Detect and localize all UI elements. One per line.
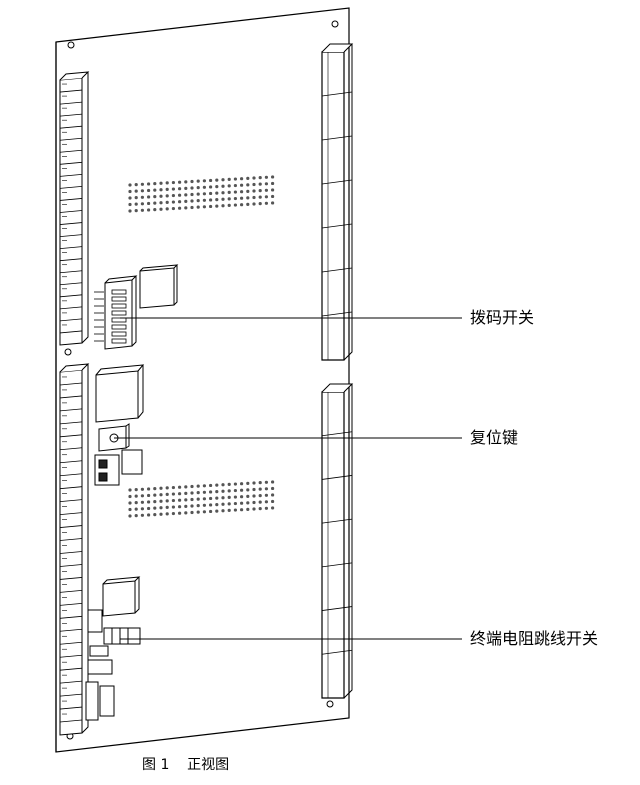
callout-terminal-jumper: 终端电阻跳线开关: [470, 629, 599, 648]
terminal-resistor-jumper: [103, 627, 141, 645]
small-components-middle: [94, 449, 143, 486]
callout-reset-key: 复位键: [470, 428, 519, 447]
figure-title: 正视图: [187, 757, 230, 773]
mounting-holes: [64, 20, 339, 740]
led-dot-array-upper: [128, 175, 275, 213]
relay-component: [95, 364, 145, 423]
leader-lines: [114, 317, 462, 640]
dip-switch-pins: [94, 289, 127, 344]
lower-ic-chip: [102, 576, 141, 617]
figure-caption: 图 1 正视图: [142, 754, 229, 774]
ic-chip: [139, 264, 179, 309]
circuit-board: [55, 7, 350, 753]
callout-dip-switch: 拨码开关: [470, 308, 535, 327]
left-terminal-block-upper: [59, 71, 90, 346]
figure-number: 图 1: [142, 757, 170, 773]
small-components-bottom: [85, 609, 115, 721]
right-connector-upper: [321, 43, 354, 361]
left-terminal-block-lower: [59, 363, 90, 736]
right-connector-lower: [321, 383, 354, 699]
led-dot-array-lower: [128, 480, 275, 518]
